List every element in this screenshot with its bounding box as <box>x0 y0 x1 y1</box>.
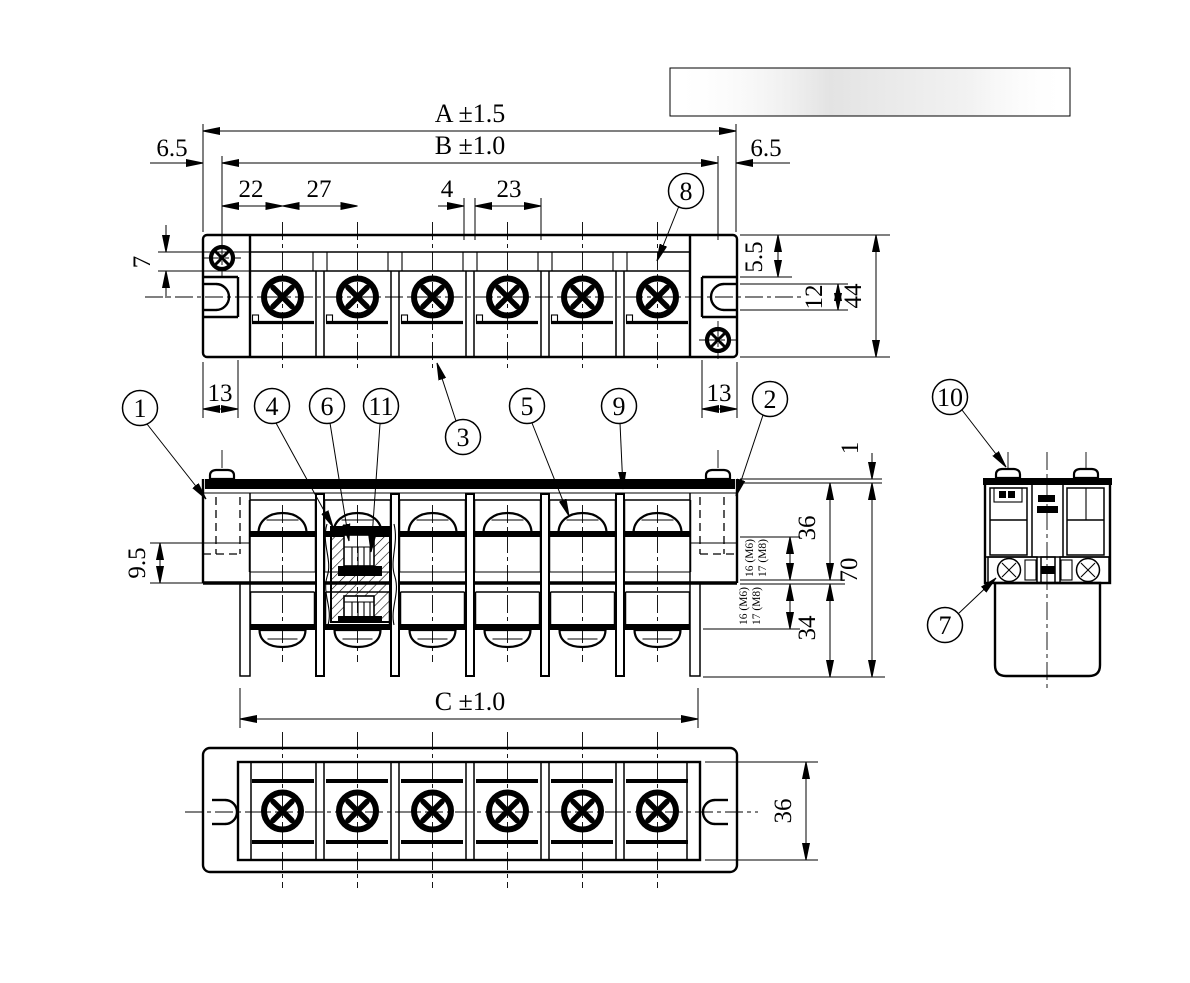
callout-8 <box>667 172 705 210</box>
end-fixing-screw-icon <box>699 321 737 359</box>
dim-13-left: 13 <box>208 380 233 407</box>
end-leg <box>689 582 701 677</box>
dim-27: 27 <box>307 176 332 203</box>
callout-7 <box>926 606 964 644</box>
dim-5-5: 5.5 <box>741 241 768 272</box>
dim-70: 70 <box>836 558 863 583</box>
dim-overall-a: A ±1.5 <box>435 99 506 128</box>
note-screw-upper-m6: 16 (M6) <box>744 539 756 577</box>
barrier <box>612 251 628 357</box>
note-screw-lower-m6: 16 (M6) <box>738 587 750 625</box>
side-view <box>983 452 1112 690</box>
dim-7: 7 <box>129 256 156 269</box>
barrier <box>315 761 325 861</box>
lower-body <box>993 581 1102 678</box>
barrier <box>312 251 328 357</box>
scan-smudge <box>669 67 1071 117</box>
note-screw-upper-m8: 17 (M8) <box>757 539 769 577</box>
callout-5-label: 5 <box>521 392 534 421</box>
callout-5 <box>508 387 546 425</box>
dim-22: 22 <box>239 176 264 203</box>
barrier-leg <box>540 493 550 677</box>
dim-4: 4 <box>441 176 454 203</box>
front-view-dimensions: 9.5 1 36 70 34 16 (M6) 17 (M8) 16 (M6) 1… <box>124 442 885 678</box>
end-cap <box>704 468 732 481</box>
rating-mark <box>1037 506 1058 513</box>
barrier-leg <box>390 493 400 677</box>
callout-3 <box>444 418 482 456</box>
dim-c: C ±1.0 <box>435 687 506 716</box>
barrier <box>615 761 625 861</box>
barrier <box>465 761 475 861</box>
dim-13-right: 13 <box>707 380 732 407</box>
end-cap <box>208 468 236 481</box>
section-cut <box>324 523 397 626</box>
callout-6 <box>308 387 346 425</box>
barrier <box>462 251 478 357</box>
barrier-leg <box>615 493 625 677</box>
callout-9-label: 9 <box>613 392 626 421</box>
barrier <box>390 761 400 861</box>
top-view-dimensions: A ±1.5 B ±1.0 6.5 6.5 22 27 4 23 7 13 <box>129 99 890 418</box>
callout-11-label: 11 <box>368 392 393 421</box>
dim-36-bottom: 36 <box>770 799 797 824</box>
mounting-slot-right <box>709 282 725 312</box>
callout-6-label: 6 <box>321 392 334 421</box>
callout-1 <box>121 389 159 427</box>
top-view <box>145 222 805 372</box>
barrier-leg <box>315 493 325 677</box>
callout-4-label: 4 <box>266 392 279 421</box>
bottom-view: C ±1.0 36 <box>185 687 818 888</box>
marking-strip <box>205 479 735 489</box>
note-screw-lower-m8: 17 (M8) <box>751 587 763 625</box>
dim-9-5: 9.5 <box>124 547 151 578</box>
dim-23: 23 <box>497 176 522 203</box>
callout-3-label: 3 <box>457 423 470 452</box>
callout-1-label: 1 <box>134 394 147 423</box>
clamp-screw-icon <box>996 557 1022 583</box>
callout-9 <box>600 387 638 425</box>
callout-11 <box>362 387 400 425</box>
barrier-leg <box>465 493 475 677</box>
callout-10 <box>931 378 969 416</box>
barrier <box>537 251 553 357</box>
dim-6-5-left: 6.5 <box>156 135 187 162</box>
callout-10-label: 10 <box>937 383 963 412</box>
callout-8-label: 8 <box>680 177 693 206</box>
end-leg <box>239 582 251 677</box>
dim-36: 36 <box>794 516 821 541</box>
front-view <box>201 450 739 677</box>
callouts: 1 4 6 11 3 5 9 2 10 7 <box>121 363 1007 644</box>
dim-12: 12 <box>801 285 828 310</box>
rating-mark <box>1038 495 1055 502</box>
callout-4 <box>253 387 291 425</box>
end-cap <box>994 467 1022 480</box>
callout-2-label: 2 <box>764 385 777 414</box>
end-cap <box>1072 467 1100 480</box>
dim-6-5-right: 6.5 <box>750 135 781 162</box>
clamp-screw-icon <box>1075 557 1101 583</box>
dim-b: B ±1.0 <box>435 131 506 160</box>
barrier <box>387 251 403 357</box>
dim-1: 1 <box>837 442 864 455</box>
dim-34: 34 <box>794 615 821 641</box>
barrier <box>540 761 550 861</box>
dim-44: 44 <box>840 283 867 309</box>
callout-2 <box>751 380 789 418</box>
callout-7-label: 7 <box>939 611 952 640</box>
